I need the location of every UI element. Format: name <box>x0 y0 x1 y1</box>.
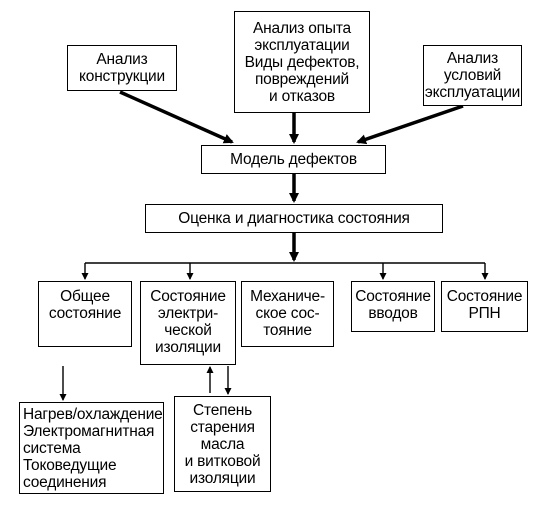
node-analiz-usloviy: Анализ условий эксплуатации <box>423 45 522 106</box>
node-obshchee-sostoyanie: Общее состояние <box>38 281 132 347</box>
node-label: Степень старения масла и витковой изоляц… <box>184 401 261 487</box>
node-label: Нагрев/охлаждение Электромагнитная систе… <box>23 405 163 491</box>
node-label: Механиче- ское сос- тояние <box>250 288 325 339</box>
arrow-usl-to-model <box>356 104 464 145</box>
node-sostoyanie-izolyacii: Состояние электри- ческой изоляции <box>140 281 236 365</box>
node-label: Состояние электри- ческой изоляции <box>150 288 226 356</box>
node-model-defektov: Модель дефектов <box>201 145 386 174</box>
node-ocenka-diagnostika: Оценка и диагностика состояния <box>145 204 443 233</box>
node-analiz-konstrukcii: Анализ конструкции <box>67 45 177 91</box>
node-analiz-opyta: Анализ опыта эксплуатации Виды дефектов,… <box>234 11 370 113</box>
node-label: Состояние вводов <box>355 288 431 322</box>
node-mekhanicheskoe-sostoyanie: Механиче- ское сос- тояние <box>241 281 334 347</box>
node-label: Анализ условий эксплуатации <box>424 50 521 101</box>
node-label: Общее состояние <box>48 288 122 322</box>
node-sostoyanie-rpn: Состояние РПН <box>441 281 528 332</box>
node-label: Анализ конструкции <box>79 51 165 85</box>
node-label: Модель дефектов <box>230 151 357 168</box>
node-stepen-stareniya: Степень старения масла и витковой изоляц… <box>174 396 271 492</box>
node-nagrev-ohlazhdenie: Нагрев/охлаждение Электромагнитная систе… <box>19 402 164 494</box>
node-label: Состояние РПН <box>446 288 523 322</box>
node-label: Анализ опыта эксплуатации Виды дефектов,… <box>244 19 360 105</box>
node-sostoyanie-vvodov: Состояние вводов <box>351 281 435 332</box>
arrow-konstr-to-model <box>119 90 234 144</box>
node-label: Оценка и диагностика состояния <box>178 210 410 227</box>
